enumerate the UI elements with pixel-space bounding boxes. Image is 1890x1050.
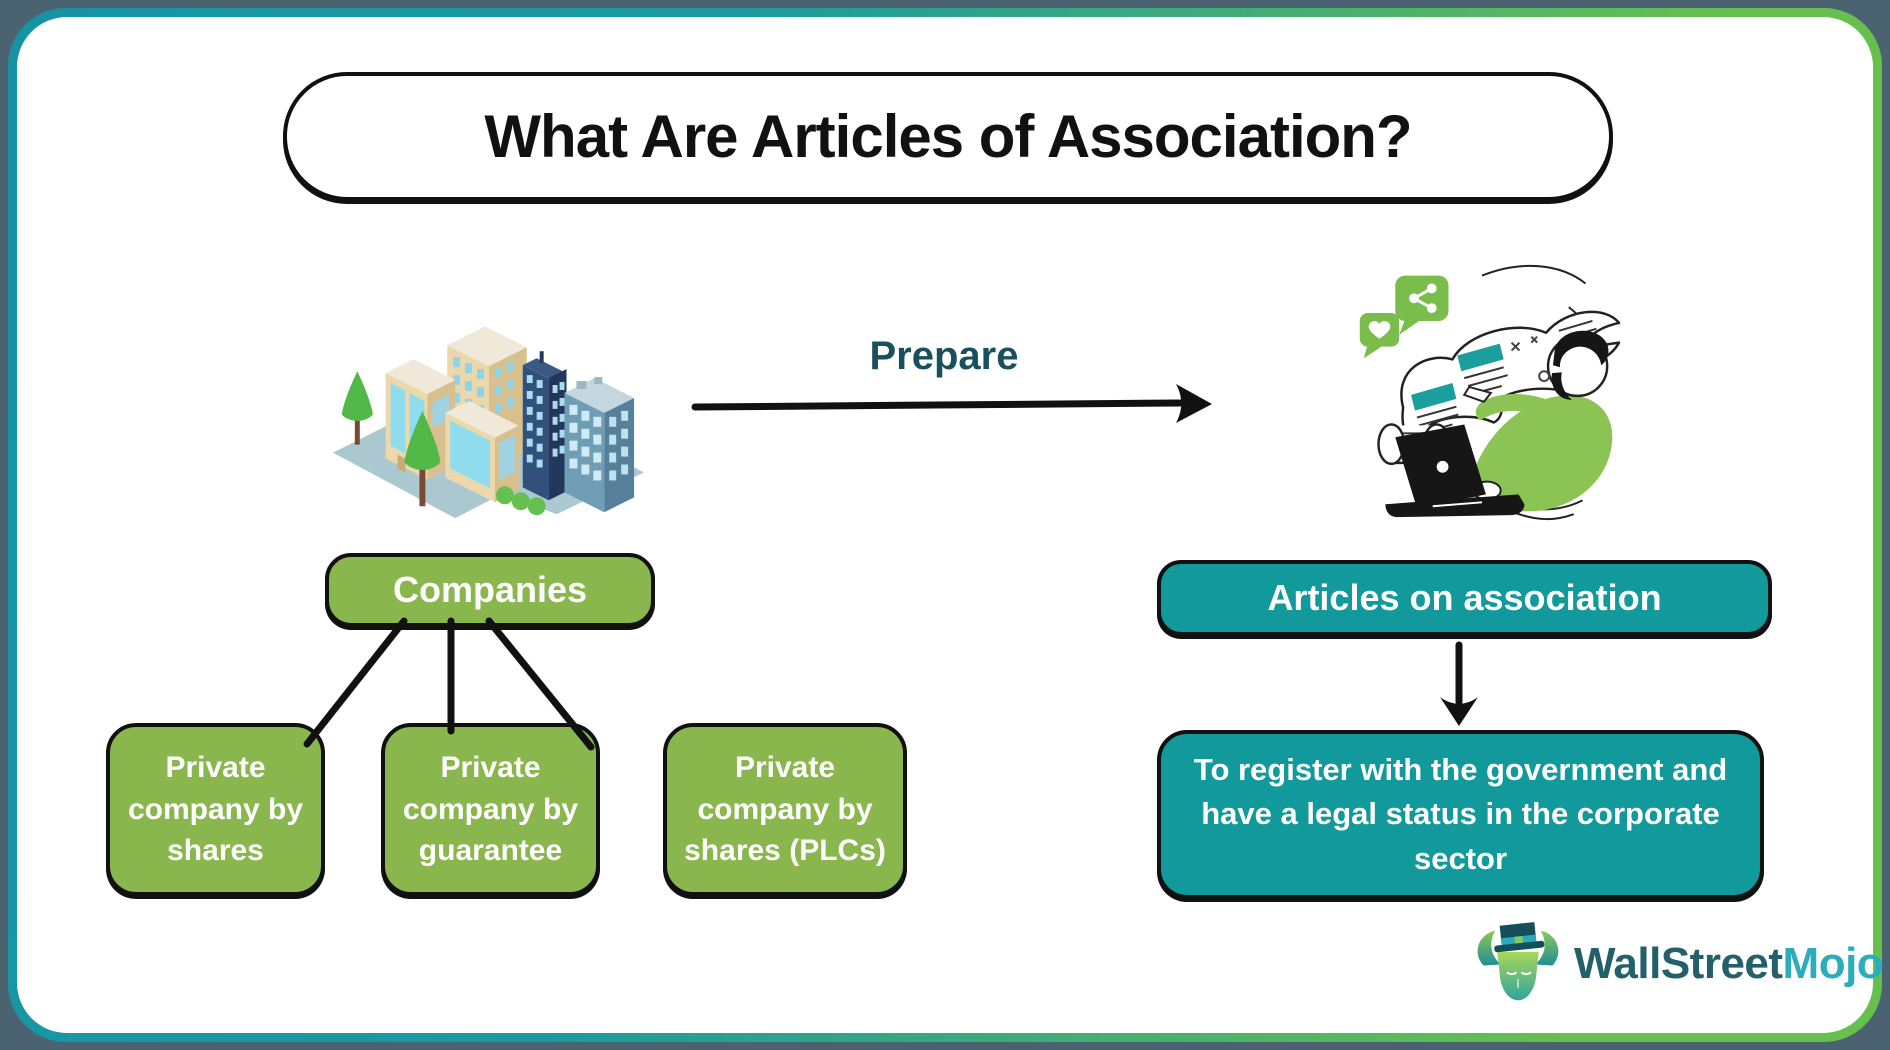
company-type-box-plcs: Private company by shares (PLCs)	[663, 723, 907, 896]
bushes	[495, 486, 546, 516]
logo-wordmark: WallStreetMojo	[1574, 939, 1884, 989]
share-icon	[1409, 283, 1437, 314]
page-title: What Are Articles of Association?	[484, 103, 1412, 170]
person-body	[1467, 395, 1613, 513]
company-type-label: Private company by shares	[127, 751, 304, 868]
tree-large	[404, 410, 441, 507]
tan-building-front	[445, 400, 519, 503]
title-banner: What Are Articles of Association?	[283, 72, 1613, 201]
person-hair	[1552, 330, 1609, 368]
purpose-box: To register with the government and have…	[1157, 730, 1764, 899]
company-type-label: Private company by shares (PLCs)	[684, 751, 886, 868]
articles-label: Articles on association	[1267, 577, 1662, 618]
heart-bubble	[1359, 313, 1400, 359]
person	[1462, 330, 1613, 513]
person-beard	[1551, 372, 1572, 400]
bull-right-horn	[1534, 930, 1559, 966]
articles-box: Articles on association	[1157, 560, 1772, 636]
company-type-box-shares: Private company by shares	[106, 723, 325, 896]
share-bubble	[1395, 275, 1449, 335]
navy-tower	[522, 351, 567, 501]
heart-icon	[1368, 321, 1391, 339]
blue-tower-right	[564, 377, 635, 513]
bull-left-horn	[1477, 930, 1502, 966]
buildings-illustration	[332, 326, 645, 519]
bull-eyes	[1506, 971, 1532, 976]
company-type-label: Private company by guarantee	[402, 751, 579, 868]
top-hat	[1494, 922, 1545, 953]
tree-small	[341, 371, 373, 445]
purpose-text: To register with the government and have…	[1193, 752, 1728, 876]
prepare-label: Prepare	[869, 334, 1019, 378]
logo-wallstreet: WallStreet	[1574, 939, 1783, 988]
companies-box: Companies	[325, 553, 655, 627]
bull-mascot-icon	[1477, 922, 1559, 1001]
pointing-hand	[1462, 385, 1493, 403]
logo-mojo: Mojo	[1782, 939, 1884, 988]
companies-label: Companies	[392, 569, 588, 610]
bull-face	[1497, 951, 1539, 1001]
sparkle-marks	[1510, 336, 1538, 352]
company-type-box-guarantee: Private company by guarantee	[381, 723, 600, 896]
wallstreetmojo-logo: WallStreetMojo	[1472, 922, 1884, 1006]
person-illustration	[1359, 264, 1621, 521]
laptop	[1385, 424, 1525, 518]
